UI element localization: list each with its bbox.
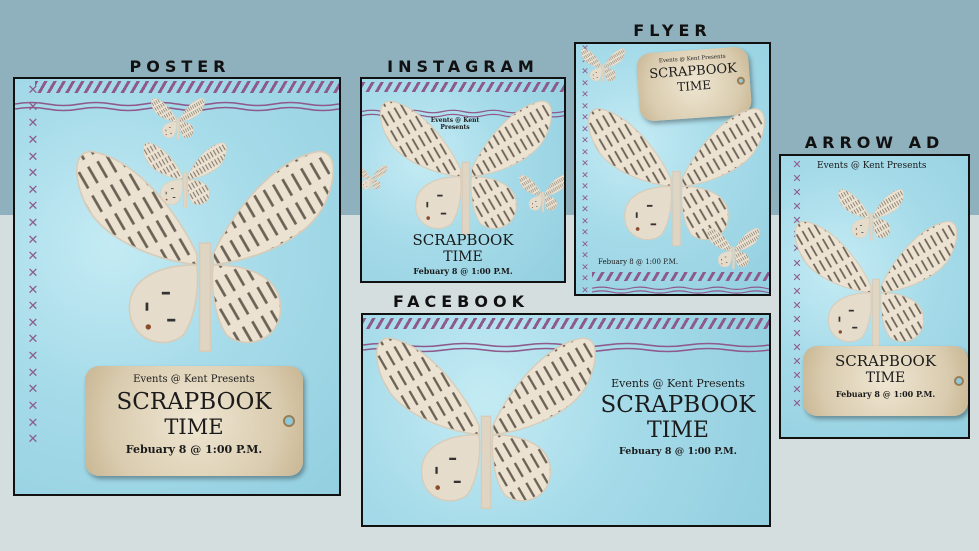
stripe-border <box>362 82 564 92</box>
tag-hole <box>954 376 964 386</box>
title-line2: TIME <box>164 415 224 439</box>
presenter-text: Events @ Kent Presents <box>817 161 927 171</box>
poster-panel[interactable]: ✕✕✕✕✕✕✕✕✕✕✕✕✕✕✕✕✕✕✕✕✕✕ Events @ Kent Pre… <box>13 77 341 496</box>
arrow-ad-label: ARROW AD <box>804 133 945 152</box>
title-line1: SCRAPBOOK <box>412 231 514 249</box>
flyer-label: FLYER <box>633 21 712 40</box>
butterfly-large-image <box>791 216 961 356</box>
title-line1: SCRAPBOOK <box>834 352 937 370</box>
title-line1: SCRAPBOOK <box>116 389 272 415</box>
title-line2: TIME <box>647 418 709 443</box>
butterfly-small-image <box>518 174 566 214</box>
event-tag: Events @ Kent Presents SCRAPBOOK TIME Fe… <box>85 366 303 476</box>
stripe-border <box>35 81 339 93</box>
event-tag: SCRAPBOOK TIME Febuary 8 @ 1:00 P.M. <box>803 346 968 416</box>
butterfly-small-image <box>580 46 626 86</box>
tag-hole <box>283 415 295 427</box>
arrow-ad-panel[interactable]: ✕✕✕✕✕✕✕✕✕✕✕✕✕✕✕✕✕✕ Events @ Kent Present… <box>779 154 970 439</box>
facebook-label: FACEBOOK <box>393 292 529 311</box>
stripe-border <box>363 318 769 329</box>
date-text: Febuary 8 @ 1:00 P.M. <box>598 258 679 266</box>
text-block: Events @ Kent Presents SCRAPBOOK TIME Fe… <box>578 377 769 457</box>
butterfly-small-image <box>706 226 761 272</box>
date-text: Febuary 8 @ 1:00 P.M. <box>835 389 936 399</box>
facebook-panel[interactable]: Events @ Kent Presents SCRAPBOOK TIME Fe… <box>361 313 771 527</box>
butterfly-small-image <box>150 97 206 142</box>
butterfly-large-image <box>70 139 340 369</box>
wavy-lines <box>592 286 769 294</box>
date-text: Febuary 8 @ 1:00 P.M. <box>413 266 513 276</box>
stripe-border <box>592 272 769 281</box>
date-text: Febuary 8 @ 1:00 P.M. <box>125 443 263 456</box>
presenter-line2: Presents <box>440 124 470 131</box>
title-line1: SCRAPBOOK <box>600 392 756 418</box>
title-line2: TIME <box>443 249 483 265</box>
flyer-panel[interactable]: ✕✕✕✕✕✕✕✕✕✕✕✕✕✕✕✕✕✕✕✕✕✕ Events @ Kent Pre… <box>574 42 771 296</box>
butterfly-small-image <box>360 164 388 192</box>
presenter-text: Events @ Kent Presents <box>611 377 745 390</box>
date-text: Febuary 8 @ 1:00 P.M. <box>619 446 737 457</box>
x-stitch-column: ✕✕✕✕✕✕✕✕✕✕✕✕✕✕✕✕✕✕✕✕✕✕ <box>27 83 39 448</box>
presenter-text: Events @ Kent Presents <box>133 374 255 385</box>
x-stitch-column: ✕✕✕✕✕✕✕✕✕✕✕✕✕✕✕✕✕✕✕✕✕✕ <box>581 44 589 296</box>
title-line2: TIME <box>865 370 906 386</box>
presenter-line1: Events @ Kent <box>430 117 480 124</box>
instagram-label: INSTAGRAM <box>387 57 539 76</box>
x-stitch-column: ✕✕✕✕✕✕✕✕✕✕✕✕✕✕✕✕✕✕ <box>792 158 802 411</box>
poster-label: POSTER <box>129 57 231 76</box>
butterfly-large-image <box>371 333 601 518</box>
